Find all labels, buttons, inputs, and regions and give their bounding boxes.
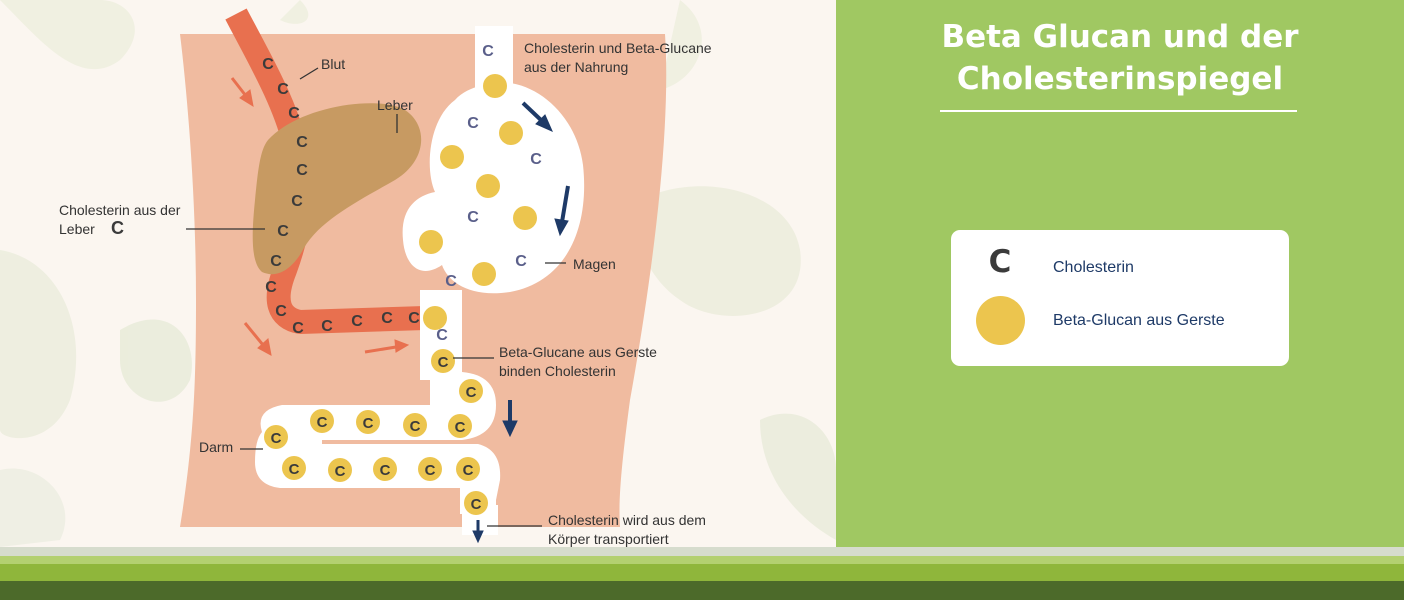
label-blut: Blut [321, 56, 345, 72]
cholesterin-letter: C [277, 81, 289, 98]
cholesterin-letter: C [408, 310, 420, 327]
label-transport-1: Cholesterin wird aus dem [548, 512, 706, 528]
cholesterin-letter: C [482, 43, 494, 60]
bound-cholesterin-letter: C [471, 496, 482, 513]
cholesterin-letter: C [265, 279, 277, 296]
cholesterin-letter: C [381, 310, 393, 327]
bound-cholesterin-letter: C [363, 415, 374, 432]
label-chol-leber-2: Leber [59, 221, 95, 237]
footer-band-green [0, 564, 1404, 581]
beta-glucan-dot [472, 262, 496, 286]
legend-glucan-dot [976, 296, 1025, 345]
cholesterin-letter: C [288, 105, 300, 122]
legend-glucan-label: Beta-Glucan aus Gerste [1053, 312, 1225, 330]
label-nahrung-2: aus der Nahrung [524, 59, 628, 75]
bound-cholesterin-letter: C [380, 462, 391, 479]
beta-glucan-dot [483, 74, 507, 98]
footer-band-light [0, 547, 1404, 556]
beta-glucan-dot [476, 174, 500, 198]
cholesterin-letter: C [275, 303, 287, 320]
page-title: Beta Glucan und der Cholesterinspiegel [862, 16, 1378, 100]
cholesterin-letter: C [445, 273, 457, 290]
bound-cholesterin-letter: C [425, 462, 436, 479]
bound-cholesterin-letter: C [271, 430, 282, 447]
label-magen: Magen [573, 256, 616, 272]
cholesterin-letter: C [515, 253, 527, 270]
label-binden-2: binden Cholesterin [499, 363, 616, 379]
bound-cholesterin-letter: C [410, 418, 421, 435]
bound-cholesterin-letter: C [289, 461, 300, 478]
title-underline [940, 110, 1297, 112]
label-darm: Darm [199, 439, 233, 455]
cholesterin-letter: C [467, 209, 479, 226]
bound-cholesterin-letter: C [438, 354, 449, 371]
label-leber: Leber [377, 97, 413, 113]
label-chol-leber-symbol: C [111, 218, 124, 238]
cholesterin-letter: C [270, 253, 282, 270]
legend: C Cholesterin Beta-Glucan aus Gerste [951, 230, 1289, 366]
cholesterin-letter: C [291, 193, 303, 210]
cholesterin-letter: C [292, 320, 304, 337]
cholesterin-letter: C [262, 56, 274, 73]
cholesterin-letter: C [467, 115, 479, 132]
cholesterin-letter: C [277, 223, 289, 240]
beta-glucan-dot [513, 206, 537, 230]
cholesterin-letter: C [321, 318, 333, 335]
bound-cholesterin-letter: C [466, 384, 477, 401]
title-line-1: Beta Glucan und der [862, 16, 1378, 58]
cholesterin-letter: C [530, 151, 542, 168]
label-nahrung-1: Cholesterin und Beta-Glucane [524, 40, 712, 56]
cholesterin-letter: C [296, 162, 308, 179]
label-transport-2: Körper transportiert [548, 531, 669, 547]
beta-glucan-dot [499, 121, 523, 145]
beta-glucan-dot [423, 306, 447, 330]
label-chol-leber-1: Cholesterin aus der [59, 202, 181, 218]
footer-band-lime [0, 556, 1404, 564]
legend-cholesterin-symbol: C [987, 244, 1013, 280]
title-line-2: Cholesterinspiegel [862, 58, 1378, 100]
bound-cholesterin-letter: C [317, 414, 328, 431]
bound-cholesterin-letter: C [463, 462, 474, 479]
bound-cholesterin-letter: C [335, 463, 346, 480]
footer-band-dark [0, 581, 1404, 600]
bound-cholesterin-letter: C [455, 419, 466, 436]
legend-cholesterin-label: Cholesterin [1053, 259, 1134, 277]
beta-glucan-dot [419, 230, 443, 254]
cholesterin-letter: C [351, 313, 363, 330]
cholesterin-letter: C [296, 134, 308, 151]
beta-glucan-dot [440, 145, 464, 169]
label-binden-1: Beta-Glucane aus Gerste [499, 344, 657, 360]
